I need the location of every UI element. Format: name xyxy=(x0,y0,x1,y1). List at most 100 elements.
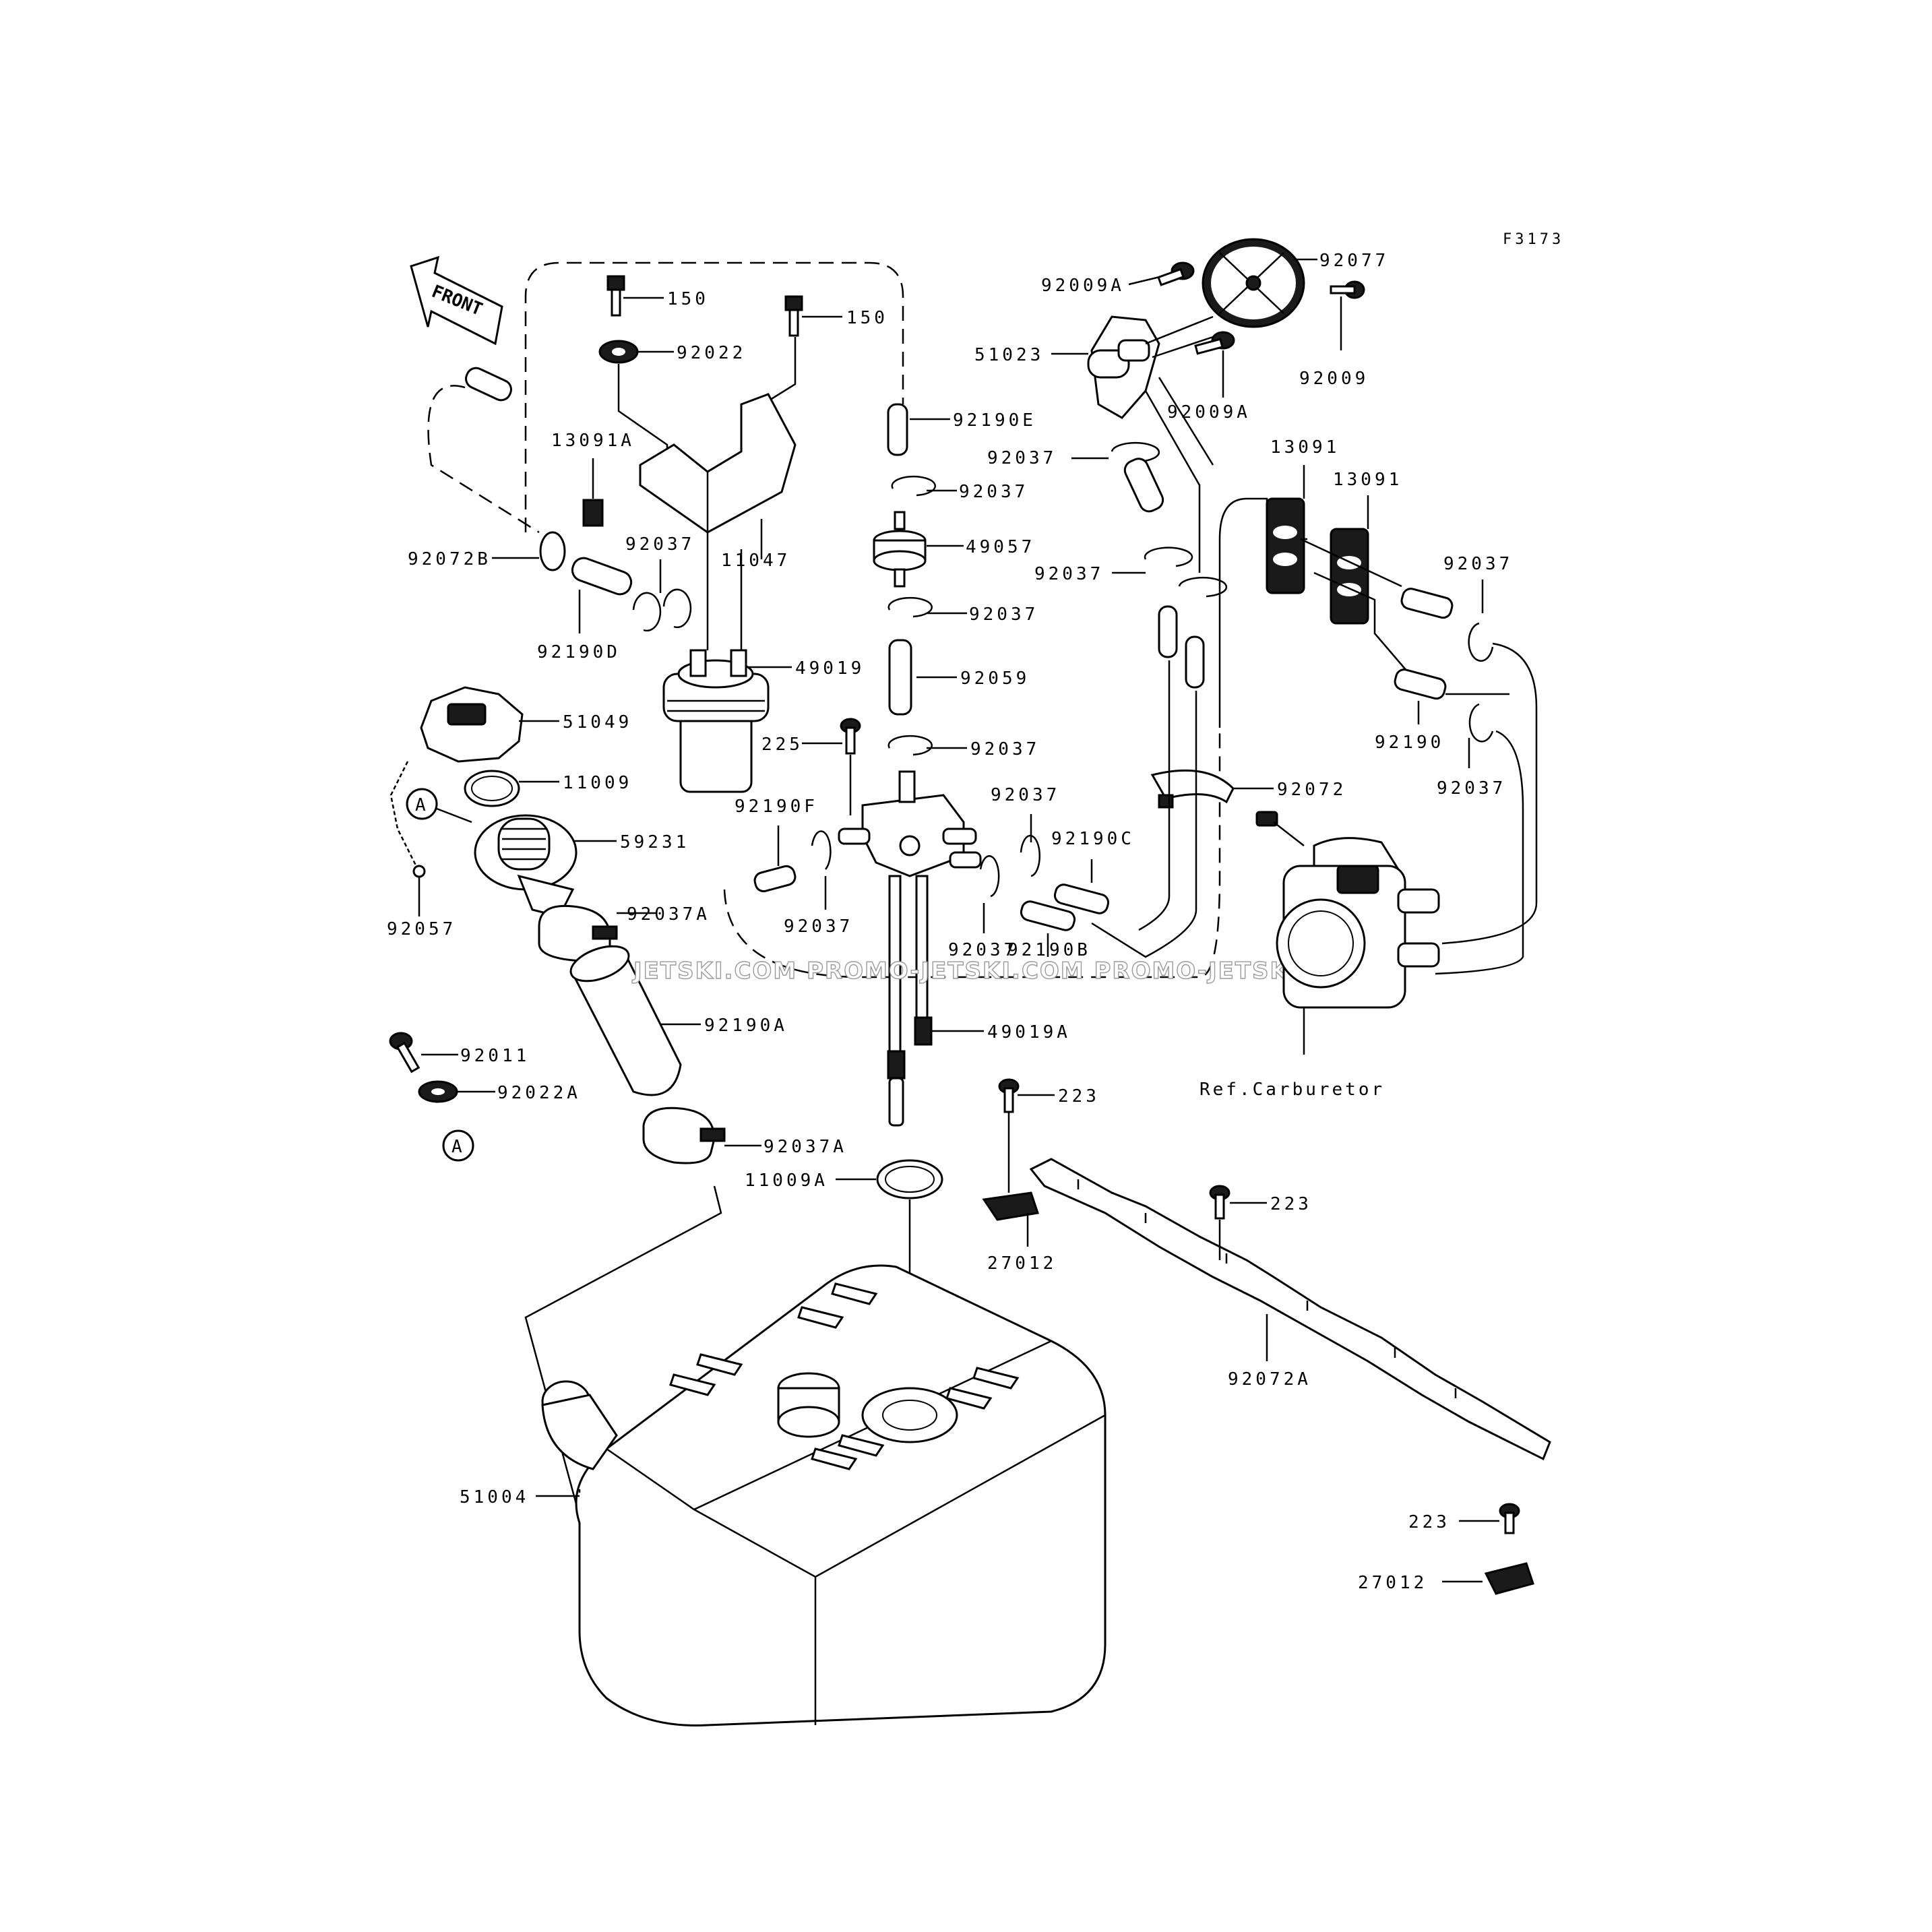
filler-neck-icon xyxy=(474,814,578,918)
part-label: 92037A xyxy=(764,1137,847,1157)
part-label: 92059 xyxy=(960,668,1030,689)
part-label: 92037 xyxy=(970,739,1040,759)
clip-icon xyxy=(1144,547,1193,567)
bracket-clip-icon xyxy=(982,1191,1039,1221)
hose-icon xyxy=(1158,605,1178,658)
part-label: 27012 xyxy=(987,1253,1057,1274)
part-label: 59231 xyxy=(620,832,689,852)
hose-icon xyxy=(1400,588,1454,619)
part-label: 92037 xyxy=(1034,564,1104,584)
front-arrow-icon: FRONT xyxy=(410,255,503,346)
part-label: 11047 xyxy=(721,551,790,571)
hose-icon xyxy=(1185,635,1205,689)
clip-icon xyxy=(891,475,936,497)
hose-icon xyxy=(1020,900,1076,931)
fuel-tank xyxy=(541,1264,1107,1726)
part-label: 13091 xyxy=(1270,437,1340,458)
part-label: 92009 xyxy=(1299,369,1369,389)
part-label: 92190E xyxy=(953,410,1036,431)
part-label: 92072A xyxy=(1228,1369,1311,1390)
screw-icon xyxy=(998,1078,1020,1113)
part-label: 92022 xyxy=(677,343,746,363)
part-label: 13091A xyxy=(551,431,635,451)
screw-icon xyxy=(840,718,861,755)
screw-icon xyxy=(1330,280,1365,299)
reference-carburetor-label: Ref.Carburetor xyxy=(1199,1080,1385,1100)
fuel-filter-bracket xyxy=(639,393,797,534)
tether-chain-icon xyxy=(389,761,419,870)
clamp-icon xyxy=(582,499,604,527)
bolt-icon xyxy=(606,275,625,317)
carburetor-icon xyxy=(1255,811,1440,1009)
part-label: 223 xyxy=(1270,1194,1312,1214)
reference-marker-label: A xyxy=(451,1137,465,1157)
clip-icon xyxy=(1468,622,1494,662)
hose-icon xyxy=(465,367,512,402)
bracket-clip-icon xyxy=(1484,1562,1534,1595)
figure-code: F3173 xyxy=(1503,231,1564,248)
screw-icon xyxy=(1194,331,1235,355)
priming-pump-icon xyxy=(1087,315,1160,419)
part-label: 150 xyxy=(846,308,888,328)
part-label: 92037 xyxy=(948,940,1018,960)
hose-clamp-icon xyxy=(538,904,618,962)
part-label: 92072B xyxy=(408,549,491,569)
hose-icon xyxy=(888,639,912,716)
part-label: 11009 xyxy=(563,773,632,793)
reference-marker-a xyxy=(406,788,438,820)
part-label: 92037 xyxy=(969,604,1038,625)
screw-icon xyxy=(1157,261,1195,286)
part-label: 92037 xyxy=(1443,554,1513,574)
part-label: 92011 xyxy=(460,1046,530,1066)
part-label: 92077 xyxy=(1319,251,1389,271)
watermark: JETSKI.COM PROMO-JETSKI.COM PROMO-JETSKI… xyxy=(632,958,1372,985)
dashed-hose-route xyxy=(427,385,540,534)
hose-icon xyxy=(1053,883,1110,914)
hose-clamp-icon xyxy=(642,1107,726,1164)
clip-icon xyxy=(539,531,566,571)
hose-icon xyxy=(571,557,633,596)
part-label: 223 xyxy=(1408,1512,1450,1532)
part-label: 92037 xyxy=(1437,778,1506,799)
clamp-icon xyxy=(1266,497,1305,594)
part-label: 11009A xyxy=(745,1171,828,1191)
bolt-icon xyxy=(784,295,803,337)
clip-icon xyxy=(662,588,692,629)
clip-icon xyxy=(887,596,933,618)
part-label: 92190D xyxy=(537,642,621,662)
clip-icon xyxy=(1111,441,1160,463)
hose-icon xyxy=(1123,458,1164,513)
clamp-icon xyxy=(1330,528,1369,625)
reference-marker-label: A xyxy=(415,795,429,815)
part-label: 225 xyxy=(761,735,803,755)
part-label: 49019A xyxy=(987,1022,1071,1042)
part-label: 51023 xyxy=(974,345,1044,365)
part-label: 92009A xyxy=(1041,276,1125,296)
part-label: 92190A xyxy=(704,1016,788,1036)
part-label: 49019 xyxy=(795,658,865,679)
part-label: 92037 xyxy=(625,534,695,555)
diaphragm-icon xyxy=(1202,238,1305,328)
fuel-valve-icon xyxy=(838,770,982,1127)
hose-icon xyxy=(753,865,797,893)
part-label: 51004 xyxy=(460,1487,529,1507)
screw-icon xyxy=(1209,1185,1230,1220)
part-label: 92037 xyxy=(959,482,1028,502)
part-label: 13091 xyxy=(1333,470,1402,490)
hose-icon xyxy=(887,403,908,456)
screw-icon xyxy=(1499,1503,1520,1534)
clip-icon xyxy=(632,592,662,632)
part-label: 150 xyxy=(667,289,709,309)
part-label: 92022A xyxy=(497,1083,581,1103)
fuel-cap-icon xyxy=(420,686,524,763)
clip-icon xyxy=(979,855,1000,898)
reference-marker-a xyxy=(442,1129,474,1162)
part-label: 92037 xyxy=(991,785,1060,805)
mounting-strap-icon xyxy=(1029,1158,1551,1461)
part-label: 92037 xyxy=(784,916,853,937)
part-label: 92057 xyxy=(387,919,456,939)
part-label: 223 xyxy=(1058,1086,1100,1107)
bolt-icon xyxy=(389,1032,420,1073)
